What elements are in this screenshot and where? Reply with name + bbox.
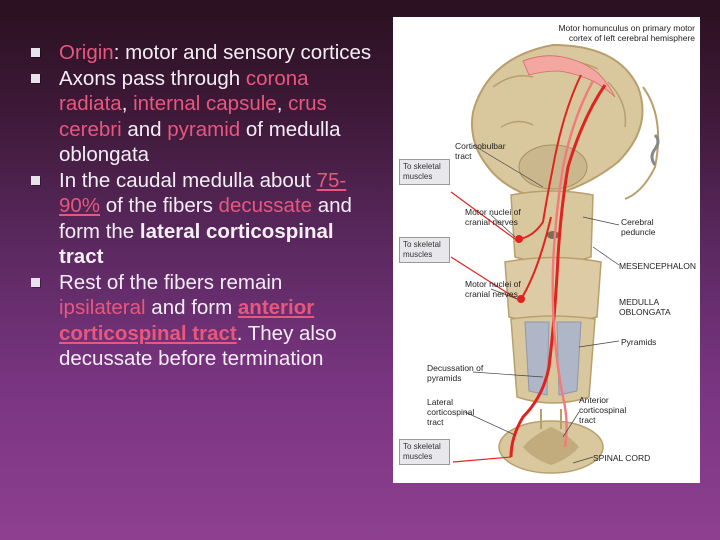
bullet-text: of the fibers: [100, 194, 219, 217]
bullet-text: and form the: [59, 194, 352, 243]
lateral-corticospinal-tract: [509, 84, 607, 458]
motor-nucleus-1: [515, 235, 523, 243]
leader-spinal-cord: [572, 456, 594, 464]
bullet-text: ,: [276, 92, 289, 115]
spinal-column: [540, 409, 562, 429]
label-anterior-corticospinal: Anterior corticospinal tract: [579, 395, 627, 425]
corticospinal-diagram: [450, 43, 660, 474]
label-motor-nuclei-2: Motor nuclei of cranial nerves: [465, 279, 521, 299]
nerve-line-1: [450, 191, 516, 240]
bullet-text: of medulla oblongata: [59, 117, 341, 167]
bullet-text: Axons pass through: [59, 66, 246, 90]
motor-nucleus-2: [517, 295, 525, 303]
highlighted-term: anterior corticospinal tract: [59, 296, 315, 345]
corticobulbar-tract: [518, 74, 582, 240]
spinal-grey-matter: [523, 427, 579, 465]
anterior-corticospinal-tract: [551, 80, 595, 448]
highlighted-term: decussate: [218, 194, 312, 217]
label-medulla-oblongata: MEDULLA OBLONGATA: [619, 297, 671, 317]
leader-anterior: [562, 411, 580, 438]
leader-mesencephalon: [592, 246, 620, 266]
bullet-item: Origin: motor and sensory cortices: [28, 40, 373, 66]
leader-decussation: [472, 371, 544, 378]
leader-motor-nuclei-1: [490, 214, 516, 238]
label-to-skeletal-muscles-2: To skeletal muscles: [399, 237, 450, 263]
label-motor-nuclei-1: Motor nuclei of cranial nerves: [465, 207, 521, 227]
leader-lateral: [464, 411, 516, 436]
bullet-text: Rest of the fibers remain: [59, 270, 283, 294]
label-to-skeletal-muscles-1: To skeletal muscles: [399, 159, 450, 185]
bullet-square-icon: [31, 175, 40, 185]
highlighted-term: pyramid: [167, 117, 241, 141]
bullet-square-icon: [31, 277, 40, 287]
leader-pyramids: [578, 340, 620, 348]
bullet-text: : motor and sensory cortices: [113, 41, 372, 64]
highlighted-term: lateral corticospinal tract: [59, 219, 334, 269]
nerve-line-2: [450, 256, 518, 300]
leader-corticobulbar: [472, 144, 544, 188]
midbrain: [510, 190, 594, 264]
figure-title: Motor homunculus on primary motor cortex…: [558, 23, 695, 43]
bullet-square-icon: [31, 73, 40, 83]
corticobulbar-branch: [520, 216, 552, 300]
leader-motor-nuclei-2: [490, 288, 518, 300]
label-decussation: Decussation of pyramids: [427, 363, 484, 383]
nerve-line-3: [452, 456, 512, 463]
leader-cerebral-peduncle: [582, 216, 620, 226]
bullet-item: Rest of the fibers remain ipsilateral an…: [28, 270, 373, 372]
highlighted-term: internal capsule: [133, 92, 277, 115]
bullet-item: In the caudal medulla about 75-90% of th…: [28, 168, 373, 270]
highlighted-term: crus cerebri: [59, 92, 327, 141]
bullet-text: ,: [121, 92, 134, 115]
bullet-text: . They also decussate before termination: [59, 321, 337, 371]
label-spinal-cord: SPINAL CORD: [593, 453, 651, 463]
bullet-text: and form: [145, 296, 238, 319]
small-structure: [650, 133, 660, 166]
bullet-item: Axons pass through corona radiata, inter…: [28, 66, 373, 168]
label-lateral-corticospinal: Lateral corticospinal tract: [427, 397, 475, 427]
highlighted-term: Origin: [59, 41, 114, 64]
highlighted-term: ipsilateral: [59, 296, 146, 319]
highlighted-term: corona radiata: [59, 66, 309, 116]
anatomy-figure: Motor homunculus on primary motor cortex…: [393, 17, 700, 483]
label-pyramids: Pyramids: [621, 337, 657, 347]
bullet-text: In the caudal medulla about: [59, 168, 317, 192]
cerebral-aqueduct: [547, 231, 559, 239]
label-cerebral-peduncle: Cerebral peduncle: [621, 217, 656, 237]
highlighted-term: 75-90%: [59, 168, 347, 218]
bullet-text: and: [121, 117, 168, 141]
homunculus: [522, 55, 616, 98]
bullet-square-icon: [31, 48, 40, 57]
label-corticobulbar-tract: Corticobulbar tract: [455, 141, 506, 161]
label-to-skeletal-muscles-3: To skeletal muscles: [399, 439, 450, 465]
right-hemisphere-edge: [624, 86, 660, 200]
label-mesencephalon: MESENCEPHALON: [619, 261, 696, 271]
